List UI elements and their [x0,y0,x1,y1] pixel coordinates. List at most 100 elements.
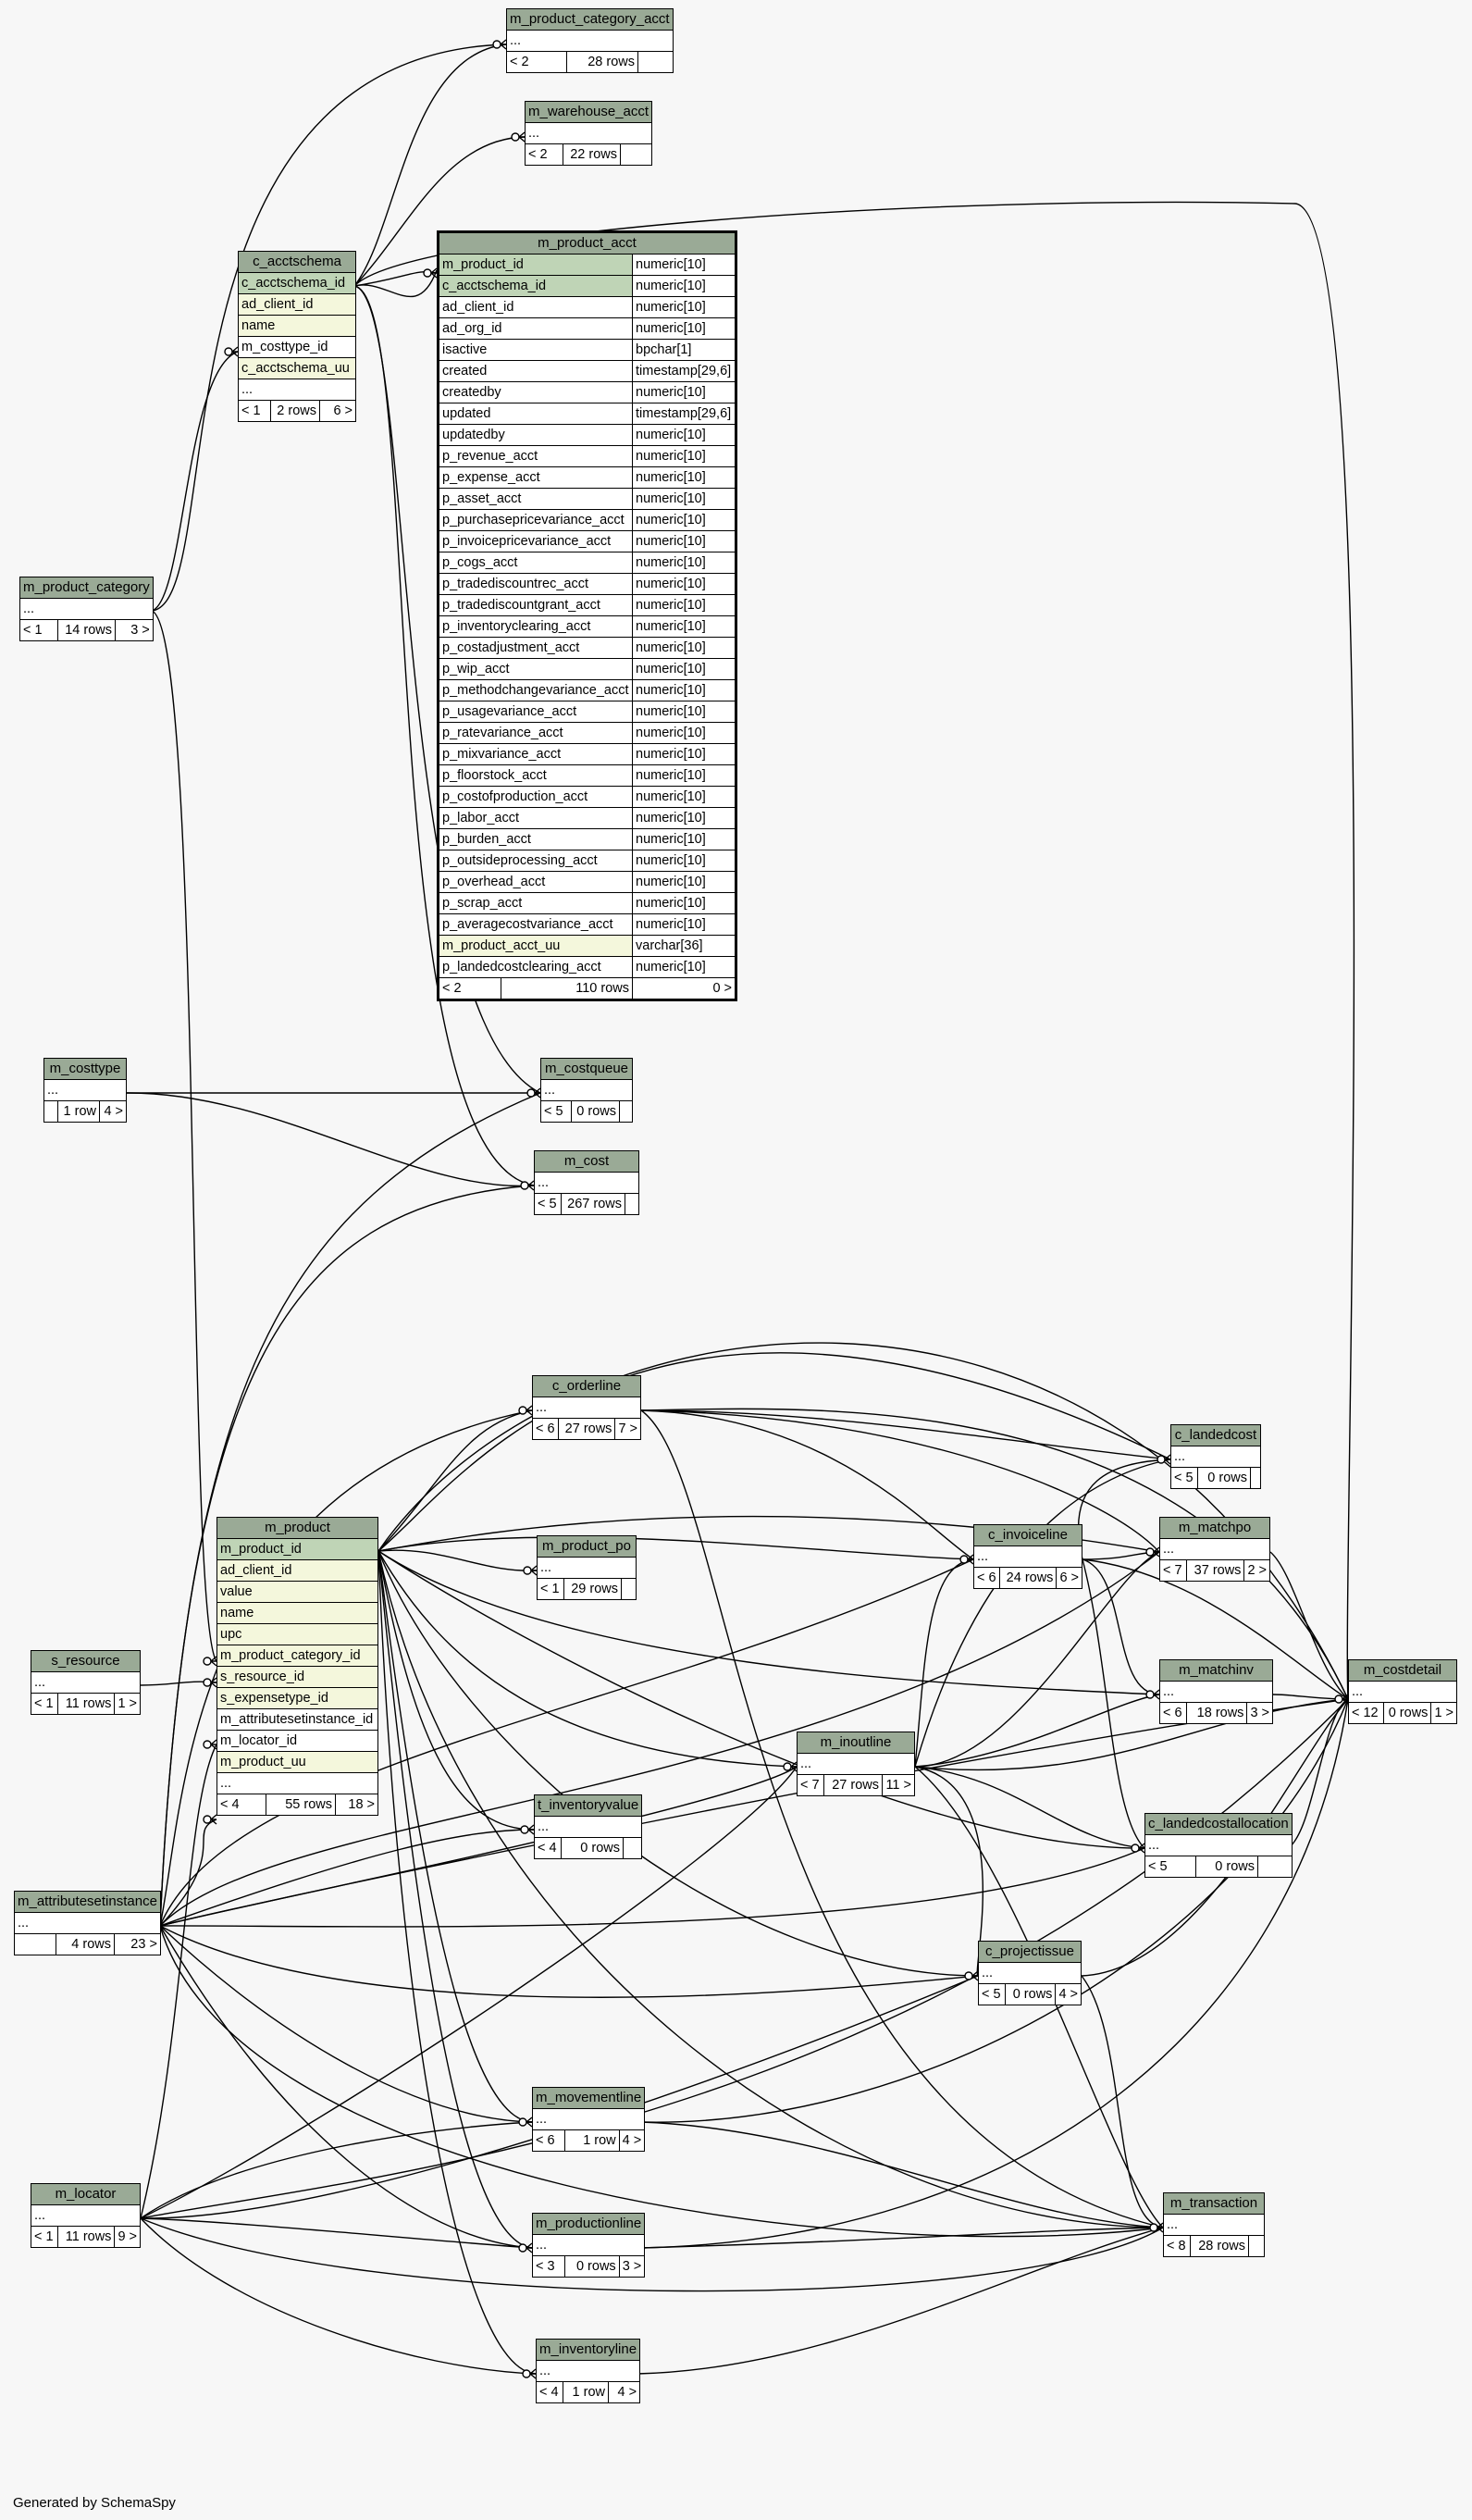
table-title[interactable]: m_product_category [19,577,154,599]
children-link[interactable]: 2 > [1243,1559,1270,1582]
children-link[interactable]: 3 > [115,619,154,641]
parents-link[interactable]: < 2 [525,143,563,166]
parents-link[interactable]: < 5 [534,1193,562,1215]
table-c-acctschema[interactable]: c_acctschema c_acctschema_id ad_client_i… [238,251,356,422]
parents-link[interactable]: < 6 [1159,1702,1187,1724]
table-title[interactable]: m_product_category_acct [506,8,674,31]
parents-link[interactable]: < 7 [797,1774,824,1796]
table-title[interactable]: m_product_acct [438,231,736,254]
children-link[interactable]: 6 > [319,400,356,422]
parents-link[interactable]: < 1 [537,1578,564,1600]
children-link[interactable] [1250,1467,1261,1489]
children-link[interactable]: 3 > [1246,1702,1273,1724]
children-link[interactable]: 4 > [99,1100,127,1123]
children-link[interactable]: 23 > [114,1933,161,1955]
parents-link[interactable]: < 2 [438,977,501,1000]
parents-link[interactable]: < 6 [531,1418,560,1440]
table-title[interactable]: t_inventoryvalue [533,1794,643,1817]
children-link[interactable]: 4 > [1055,1983,1082,2005]
parents-link[interactable]: < 1 [31,2226,58,2248]
children-link[interactable] [619,143,653,166]
parents-link[interactable]: < 4 [216,1794,266,1816]
parents-link[interactable]: < 1 [19,619,58,641]
table-title[interactable]: c_invoiceline [973,1524,1082,1546]
children-link[interactable] [1257,1856,1293,1878]
table-title[interactable]: m_inoutline [797,1732,915,1754]
parents-link[interactable]: < 1 [31,1693,58,1715]
children-link[interactable]: 1 > [1430,1702,1457,1724]
parents-link[interactable] [14,1933,56,1955]
children-link[interactable] [625,1193,639,1215]
table-title[interactable]: m_transaction [1163,2192,1265,2215]
table-title[interactable]: m_warehouse_acct [524,101,653,123]
table-title[interactable]: c_landedcost [1170,1424,1261,1446]
parents-link[interactable]: < 5 [1144,1856,1196,1878]
parents-link[interactable]: < 3 [532,2255,565,2278]
table-title[interactable]: m_attributesetinstance [14,1891,161,1913]
table-title[interactable]: m_productionline [531,2213,646,2235]
children-link[interactable] [621,1578,637,1600]
children-link[interactable]: 9 > [114,2226,141,2248]
table-title[interactable]: c_acctschema [238,251,356,273]
table-title[interactable]: m_matchinv [1159,1659,1273,1682]
table-title[interactable]: c_landedcostallocation [1144,1813,1293,1835]
children-link[interactable] [622,1837,643,1859]
parents-link[interactable]: < 12 [1347,1702,1385,1724]
children-link[interactable]: 18 > [335,1794,378,1816]
children-link[interactable]: 7 > [614,1418,641,1440]
parents-link[interactable] [43,1100,58,1123]
parents-link[interactable]: < 4 [536,2381,563,2403]
children-link[interactable] [1248,2235,1265,2257]
children-link[interactable]: 0 > [632,977,736,1000]
table-title[interactable]: m_movementline [531,2087,646,2109]
parents-link[interactable]: < 5 [1170,1467,1198,1489]
parents-link[interactable]: < 8 [1163,2235,1191,2257]
table-title[interactable]: c_projectissue [978,1941,1082,1963]
table-title[interactable]: m_costdetail [1348,1659,1457,1682]
parents-link[interactable]: < 5 [540,1100,572,1123]
children-link[interactable]: 4 > [607,2381,641,2403]
children-link[interactable] [637,51,674,73]
parents-link[interactable]: < 1 [238,400,271,422]
parents-link[interactable]: < 4 [534,1837,562,1859]
table-m-product[interactable]: m_product m_product_id ad_client_id valu… [216,1517,378,1816]
table-title[interactable]: m_matchpo [1159,1517,1270,1539]
parents-link[interactable]: < 6 [972,1567,1001,1589]
table-title[interactable]: m_costtype [43,1058,127,1080]
children-link[interactable]: 4 > [618,2129,646,2152]
table-title[interactable]: m_cost [534,1150,639,1173]
parents-link[interactable]: < 7 [1159,1559,1187,1582]
table-title[interactable]: m_inventoryline [535,2339,641,2361]
table-title[interactable]: m_product [216,1517,378,1539]
table-title[interactable]: s_resource [31,1650,141,1672]
table-title[interactable]: c_orderline [532,1375,641,1397]
children-link[interactable]: 6 > [1056,1567,1082,1589]
children-link[interactable] [619,1100,633,1123]
children-link[interactable]: 11 > [882,1774,915,1796]
table-title[interactable]: m_locator [31,2183,141,2205]
children-link[interactable]: 3 > [618,2255,646,2278]
parents-link[interactable]: < 6 [532,2129,565,2152]
